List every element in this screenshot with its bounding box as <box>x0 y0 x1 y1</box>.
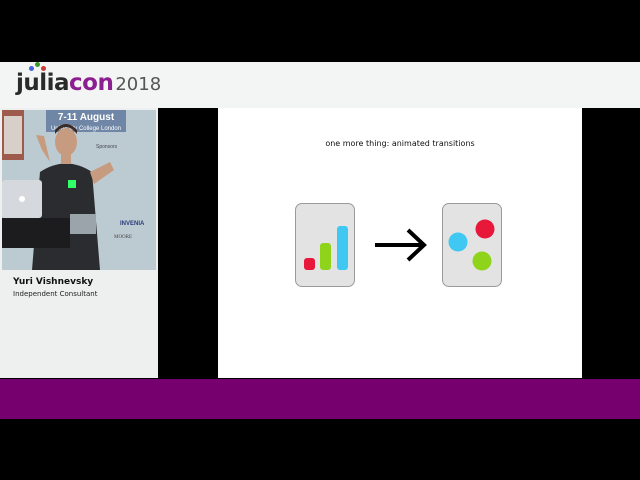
speaker-role: Independent Consultant <box>13 290 98 298</box>
speaker-video: 7-11 August University College London Sp… <box>2 110 156 270</box>
footer-brand-bar <box>0 379 640 419</box>
bar-1 <box>304 258 315 270</box>
julia-dots-icon <box>29 62 47 72</box>
circle-blue <box>448 232 468 252</box>
scatter-card <box>442 203 502 287</box>
juliacon-logo: julia con 2018 <box>16 62 162 100</box>
bar-chart-icon <box>304 226 348 270</box>
circles-icon <box>448 219 495 271</box>
speaker-name-card <box>2 270 156 378</box>
video-banner-text: 7-11 August <box>58 112 115 123</box>
julia-dot-blue <box>29 66 34 71</box>
logo-julia-text: julia <box>16 70 70 96</box>
header-bar <box>0 62 640 108</box>
video-banner-sub: University College London <box>51 126 121 132</box>
speaker-video-frame: 7-11 August University College London Sp… <box>2 110 156 270</box>
speaker-name: Yuri Vishnevsky <box>13 277 94 287</box>
bar-3 <box>337 226 348 270</box>
circle-green <box>472 251 492 271</box>
arrow-right-icon <box>375 228 427 262</box>
video-sponsors-label: Sponsors <box>96 144 118 150</box>
logo-con-text: con <box>69 70 114 96</box>
julia-dot-green <box>35 62 40 67</box>
slide-title: one more thing: animated transitions <box>325 139 475 148</box>
bar-2 <box>320 243 331 270</box>
julia-dot-red <box>41 66 46 71</box>
bar-chart-card <box>295 203 355 287</box>
circle-red <box>475 219 495 239</box>
video-sponsor-2: MOORE <box>114 235 132 240</box>
logo-year: 2018 <box>115 74 162 95</box>
video-sponsor-1: INVENIA <box>120 221 145 227</box>
